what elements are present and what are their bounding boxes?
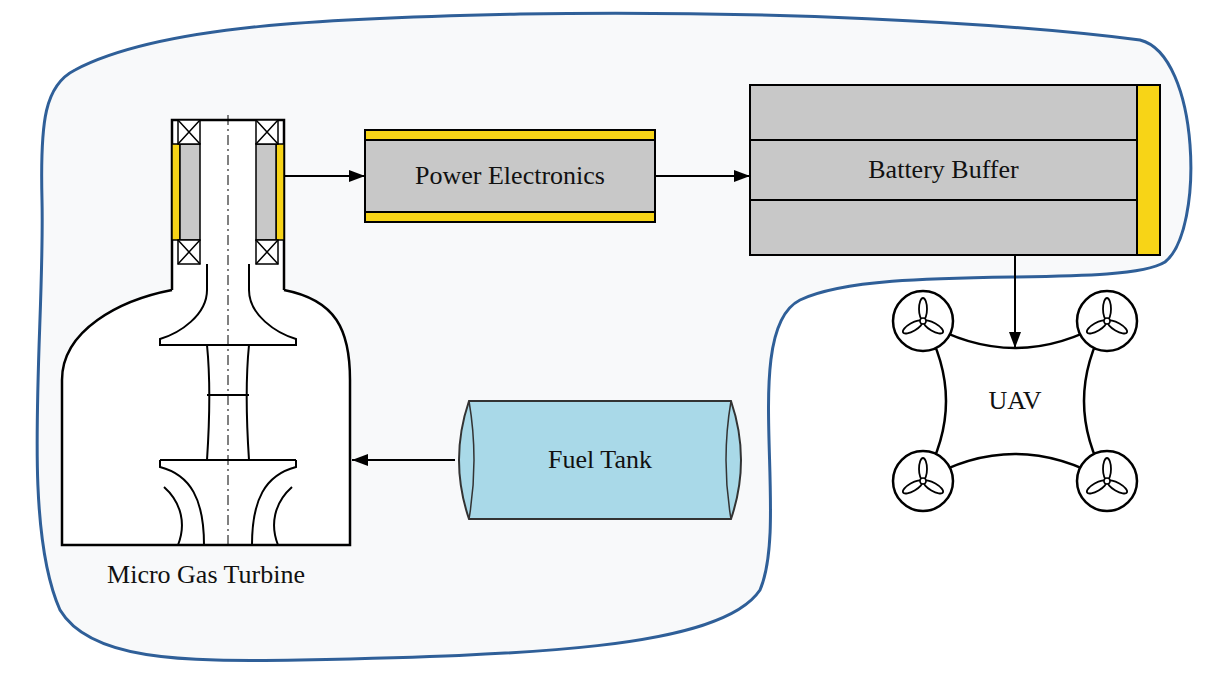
rotor-ring — [893, 451, 953, 511]
bearing-cross — [256, 120, 278, 144]
rotor-hub — [1104, 318, 1110, 324]
flow-arrow — [655, 175, 750, 177]
rotor-hub — [920, 478, 926, 484]
magnet-bar — [276, 144, 284, 240]
rotor-hub — [920, 318, 926, 324]
battery-cell — [750, 85, 1137, 140]
flow-arrow — [352, 175, 365, 177]
process-box: Power Electronics — [365, 130, 655, 222]
bearing-cross — [178, 120, 200, 144]
propeller-blade — [919, 458, 927, 480]
uav-body — [923, 321, 1107, 481]
rotor-hub — [1104, 478, 1110, 484]
bearing-symbol — [178, 240, 200, 264]
boundary-outline — [37, 13, 1191, 660]
bearing-symbol — [256, 240, 278, 264]
rotor-ring — [1077, 451, 1137, 511]
propeller-blade — [1103, 458, 1111, 480]
battery-terminal — [1137, 85, 1160, 255]
propeller-blade — [1103, 298, 1111, 320]
node-label: Power Electronics — [415, 161, 605, 191]
node-label: UAV — [989, 386, 1042, 416]
electronics-body — [365, 130, 655, 222]
node-label: Battery Buffer — [868, 155, 1018, 185]
turbine-housing — [62, 290, 350, 545]
propeller-blade — [919, 298, 927, 320]
battery-cell — [750, 140, 1137, 200]
battery-cell — [750, 200, 1137, 255]
bearing-symbol — [178, 120, 200, 144]
bearing-symbol — [256, 120, 278, 144]
tank-body — [459, 401, 741, 519]
heat-sink-bar — [365, 212, 655, 222]
fuel-tank: Fuel Tank — [455, 400, 745, 520]
stator-block — [256, 144, 276, 240]
output-wire — [284, 175, 352, 177]
bearing-cross — [256, 240, 278, 264]
node-label: Fuel Tank — [548, 445, 652, 475]
micro-gas-turbine-shape — [60, 115, 352, 600]
uav-drone: UAV — [885, 285, 1145, 517]
magnet-bar — [172, 144, 180, 240]
stator-block — [180, 144, 200, 240]
rotor-ring — [893, 291, 953, 351]
rotor-ring — [1077, 291, 1137, 351]
heat-sink-bar — [365, 130, 655, 140]
tank-seam — [469, 401, 731, 519]
battery-box: Battery Buffer — [750, 85, 1160, 255]
flow-arrow — [1014, 255, 1016, 348]
micro-gas-turbine: Micro Gas Turbine — [60, 115, 352, 600]
center-line — [228, 115, 229, 547]
bearing-cross — [178, 240, 200, 264]
node-label: Micro Gas Turbine — [107, 560, 305, 590]
flow-arrow — [352, 459, 455, 461]
